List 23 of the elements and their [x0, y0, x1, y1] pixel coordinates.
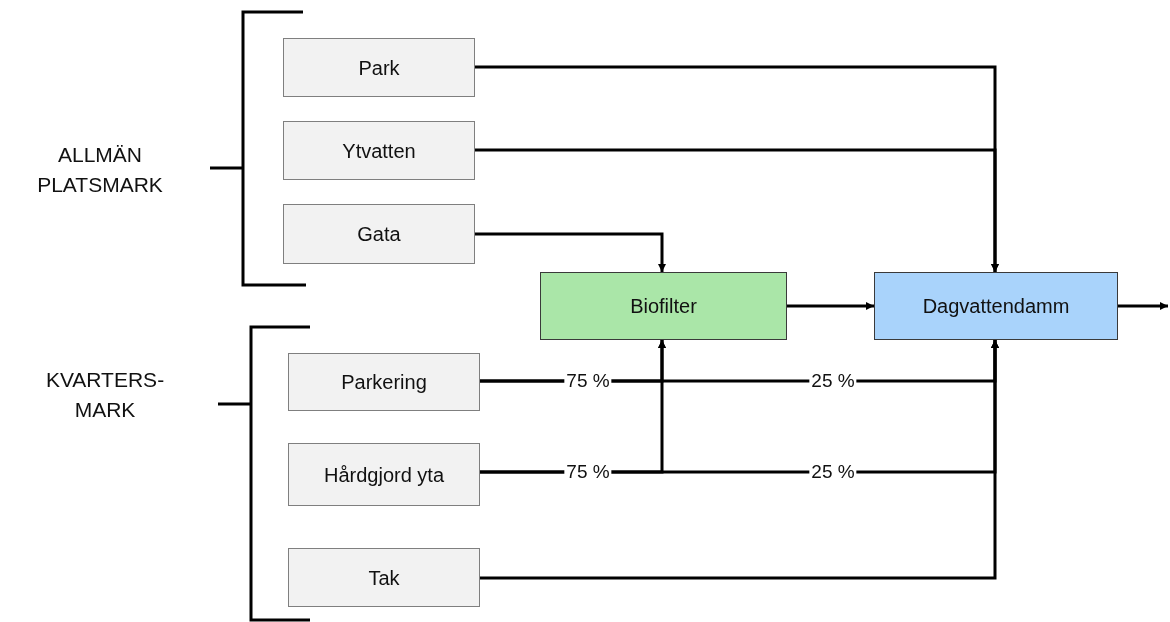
process-box — [288, 353, 480, 411]
box-label: Hårdgjord yta — [323, 462, 445, 487]
box-label: Ytvatten — [342, 138, 416, 163]
box-label: Tak — [368, 565, 400, 590]
group-label: ALLMÄN PLATSMARK — [36, 142, 164, 199]
process-box — [874, 272, 1118, 340]
process-box — [283, 121, 475, 180]
arrow — [475, 148, 999, 272]
box-label: Biofilter — [630, 294, 697, 318]
process-box — [283, 38, 475, 97]
process-box — [540, 272, 787, 340]
box-label: Gata — [357, 222, 401, 246]
arrow — [787, 302, 874, 310]
box-label: Parkering — [341, 370, 427, 394]
arrow — [1118, 302, 1168, 310]
process-box — [288, 548, 480, 607]
arrow — [480, 340, 999, 580]
box-label: Dagvattendamm — [922, 294, 1070, 318]
box-label: Park — [358, 55, 400, 80]
group-label: KVARTERS-MARK — [44, 367, 166, 424]
process-box — [288, 443, 480, 506]
process-box — [283, 204, 475, 264]
arrow — [475, 232, 666, 272]
